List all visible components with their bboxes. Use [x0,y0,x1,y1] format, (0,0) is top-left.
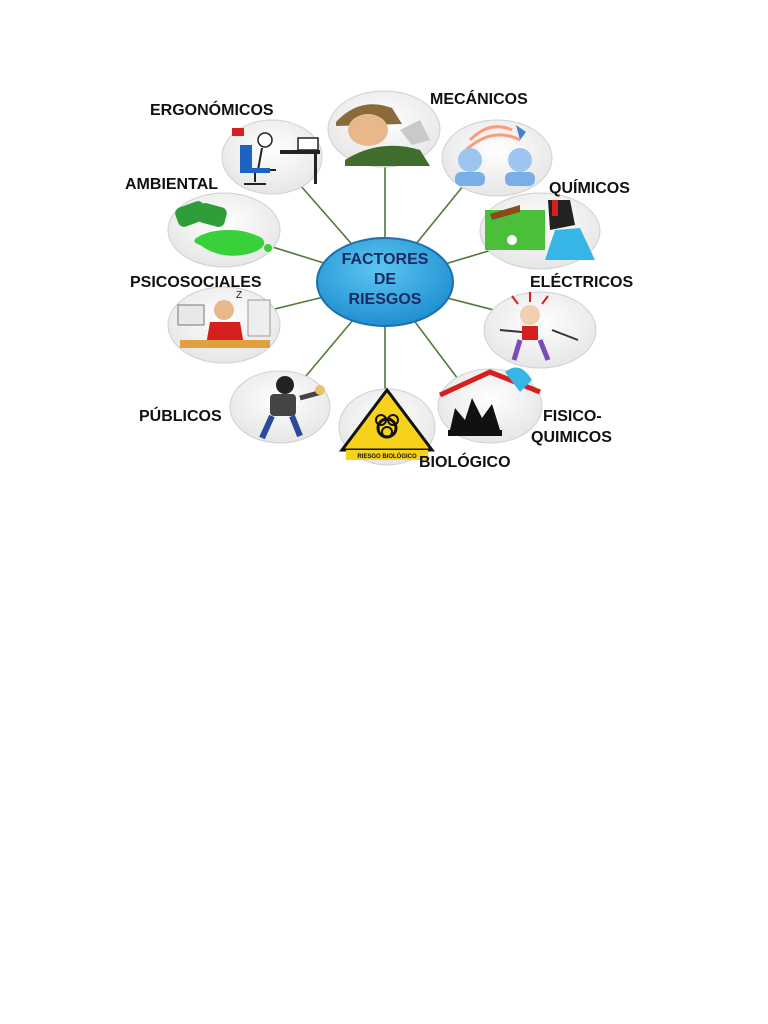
label-electricos: ELÉCTRICOS [530,274,634,291]
node-psicosociales-image: Z [167,286,281,364]
label-psicosociales: PSICOSOCIALES [130,274,262,291]
toxic-spill-barrel-icon [175,201,272,256]
biohazard-sign-text: RIESGO BIOLÓGICO [357,452,417,460]
center-title-line1: FACTORES [341,251,429,268]
center-title: FACTORES DE RIESGOS [318,250,452,310]
stressed-worker-icon: Z [177,290,271,348]
node-ergonomicos-image [221,119,323,195]
node-mecanicos-image [327,90,441,168]
flammable-fire-icon [438,367,541,436]
label-fisico-quimicos-line2: QUIMICOS [531,429,612,446]
node-fisico-quimicos-image [437,367,543,444]
node-biologico-image: RIESGO BIOLÓGICO [338,387,436,466]
label-publicos: PÚBLICOS [139,408,222,425]
center-title-line2: DE [373,271,397,288]
label-ergonomicos: ERGONÓMICOS [150,102,274,119]
label-ambiental: AMBIENTAL [125,176,219,193]
node-quimicos-image [479,192,601,270]
label-mecanicos: MECÁNICOS [430,91,528,108]
node-ambiental-image [167,192,281,268]
thief-icon [259,376,325,440]
label-fisico-quimicos-line1: FISICO- [543,408,602,425]
office-desk-ergonomics-icon [232,128,320,185]
node-publicos-image [229,370,331,444]
chemical-pouring-icon [485,200,595,260]
node-electricos-image [483,291,597,369]
node-quimicos-waves-image [441,119,553,197]
label-biologico: BIOLÓGICO [419,454,511,471]
svg-text:Z: Z [236,290,242,301]
label-quimicos: QUÍMICOS [549,180,630,197]
electric-shock-icon [499,292,579,361]
worker-injury-icon [336,104,430,166]
center-node [316,237,454,327]
biohazard-icon [339,387,435,460]
chemical-waves-icon [455,125,535,186]
center-title-line3: RIESGOS [348,291,422,308]
